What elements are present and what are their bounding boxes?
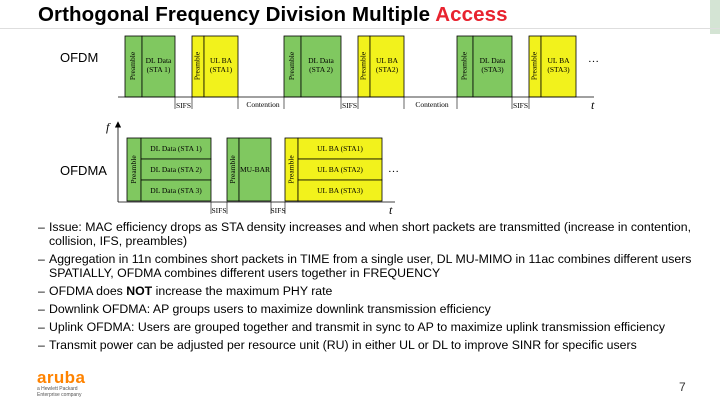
- ofdm-dl-data-sta1-line2: (STA 1): [147, 65, 171, 74]
- ofdm-preamble-1-label: Preamble: [128, 51, 137, 80]
- bullet-item: –Transmit power can be adjusted per reso…: [38, 338, 710, 352]
- ofdm-dl-data-sta1-label: DL Data(STA 1): [146, 56, 172, 74]
- logo-wordmark: aruba: [37, 368, 86, 387]
- ofdm-contention-2: Contention: [415, 100, 449, 109]
- ofdm-label: OFDM: [60, 50, 98, 65]
- ofdm-contention-1: Contention: [246, 100, 280, 109]
- ofdma-label: OFDMA: [60, 163, 107, 178]
- ofdm-ul-ba-sta2: [369, 35, 405, 98]
- bullet-item: –OFDMA does NOT increase the maximum PHY…: [38, 284, 710, 298]
- bullet-text: Uplink OFDMA: Users are grouped together…: [49, 320, 666, 334]
- ofdma-mubar-label: MU-BAR: [240, 165, 270, 174]
- bullet-item: –Uplink OFDMA: Users are grouped togethe…: [38, 320, 710, 334]
- bullet-list: –Issue: MAC efficiency drops as STA dens…: [38, 220, 710, 356]
- ofdm-preamble-3-label: Preamble: [460, 51, 469, 80]
- bullet-text: Issue: MAC efficiency drops as STA densi…: [49, 220, 692, 248]
- ofdm-preamble-2-label: Preamble: [287, 51, 296, 80]
- bullet-dash: –: [38, 320, 45, 334]
- page-title: Orthogonal Frequency Division Multiple A…: [38, 3, 508, 26]
- bullet-dash: –: [38, 338, 45, 352]
- ofdm-ul-ba-sta3-line1: UL BA: [547, 56, 570, 65]
- ofdm-dl-data-sta3-label: DL Data(STA3): [480, 56, 506, 74]
- ofdma-mubar-preamble-label: Preamble: [228, 155, 237, 184]
- ofdm-dl-data-sta1-line1: DL Data: [146, 56, 172, 65]
- ofdm-ul-ba-sta1-label: UL BA(STA1): [210, 56, 233, 74]
- title-divider: [0, 28, 720, 29]
- bullet-dash: –: [38, 220, 45, 234]
- ofdm-ofdma-diagram: OFDM Preamble DL Data(STA 1) Preamble UL…: [60, 35, 599, 217]
- bullet-text: Downlink OFDMA: AP groups users to maxim…: [49, 302, 491, 316]
- ofdma-sifs-2: SIFS: [270, 206, 285, 215]
- ofdma-axis-f: f: [106, 120, 111, 134]
- ofdm-ul-ba-sta3-label: UL BA(STA3): [547, 56, 570, 74]
- ofdma-ul-ru-sta1-label: UL BA (STA1): [317, 144, 363, 153]
- ofdm-ul-ba-sta2-line1: UL BA: [376, 56, 399, 65]
- ofdm-ul-ba-sta1-line2: (STA1): [210, 65, 233, 74]
- ofdma-ul-ru-sta3: [297, 179, 383, 202]
- title-accent: Access: [435, 3, 508, 26]
- ofdm-sifs-1: SIFS: [176, 101, 191, 110]
- bullet-dash: –: [38, 284, 45, 298]
- ofdma-dl-ru-sta1-label: DL Data (STA 1): [150, 144, 202, 153]
- ofdm-ack-preamble-3-label: Preamble: [530, 51, 539, 80]
- ofdma-sifs-1: SIFS: [211, 206, 226, 215]
- ofdma-ul-preamble-label: Preamble: [287, 155, 296, 184]
- page-number: 7: [679, 380, 686, 394]
- ofdm-dl-data-sta2-line1: DL Data: [308, 56, 334, 65]
- ofdm-ack-preamble-1-label: Preamble: [193, 51, 202, 80]
- ofdma-dl-ru-sta3: [140, 179, 212, 202]
- bullet-text: Aggregation in 11n combines short packet…: [49, 252, 692, 280]
- logo-tagline-2: Enterprise company: [37, 392, 82, 398]
- ofdm-ack-preamble-2-label: Preamble: [359, 51, 368, 80]
- bullet-item: –Issue: MAC efficiency drops as STA dens…: [38, 220, 710, 248]
- bullet-text: Transmit power can be adjusted per resou…: [49, 338, 637, 352]
- ofdm-sifs-2: SIFS: [342, 101, 357, 110]
- ofdm-ul-ba-sta1-line1: UL BA: [210, 56, 233, 65]
- bullet-dash: –: [38, 302, 45, 316]
- ofdma-dl-ru-sta2-label: DL Data (STA 2): [150, 165, 202, 174]
- corner-accent: [710, 0, 720, 34]
- bullet-item: –Aggregation in 11n combines short packe…: [38, 252, 710, 280]
- ofdm-sifs-3: SIFS: [513, 101, 528, 110]
- bullet-text-pre: OFDMA does: [49, 284, 127, 298]
- ofdma-dl-preamble-label: Preamble: [129, 155, 138, 184]
- ofdm-dl-data-sta2-label: DL Data(STA 2): [308, 56, 334, 74]
- ofdm-axis-t: t: [591, 98, 595, 112]
- bullet-text-bold: NOT: [126, 284, 153, 298]
- ofdm-ul-ba-sta2-line2: (STA2): [376, 65, 399, 74]
- ofdm-dl-data-sta3: [472, 35, 513, 98]
- ofdma-dl-ru-sta3-label: DL Data (STA 3): [150, 186, 202, 195]
- bullet-dash: –: [38, 252, 45, 266]
- ofdm-ul-ba-sta1: [203, 35, 239, 98]
- logo-tagline-1: a Hewlett Packard: [37, 386, 78, 392]
- ofdma-ul-ru-sta2-label: UL BA (STA2): [317, 165, 363, 174]
- ofdma-ul-ru-sta3-label: UL BA (STA3): [317, 186, 363, 195]
- ofdm-ul-ba-sta3: [540, 35, 577, 98]
- ofdma-axis-t: t: [389, 203, 393, 217]
- bullet-item: –Downlink OFDMA: AP groups users to maxi…: [38, 302, 710, 316]
- ofdm-ul-ba-sta2-label: UL BA(STA2): [376, 56, 399, 74]
- bullet-text-post: increase the maximum PHY rate: [152, 284, 333, 298]
- ofdm-ul-ba-sta3-line2: (STA3): [547, 65, 570, 74]
- ofdm-dl-data-sta2: [300, 35, 342, 98]
- ofdm-dl-data-sta3-line1: DL Data: [480, 56, 506, 65]
- ofdm-ellipsis: …: [588, 53, 599, 65]
- ofdma-mubar: [238, 137, 272, 202]
- ofdma-ellipsis: …: [388, 163, 399, 175]
- ofdm-dl-data-sta3-line2: (STA3): [481, 65, 504, 74]
- ofdm-dl-data-sta2-line2: (STA 2): [309, 65, 333, 74]
- aruba-logo: aruba a Hewlett Packard Enterprise compa…: [37, 369, 85, 398]
